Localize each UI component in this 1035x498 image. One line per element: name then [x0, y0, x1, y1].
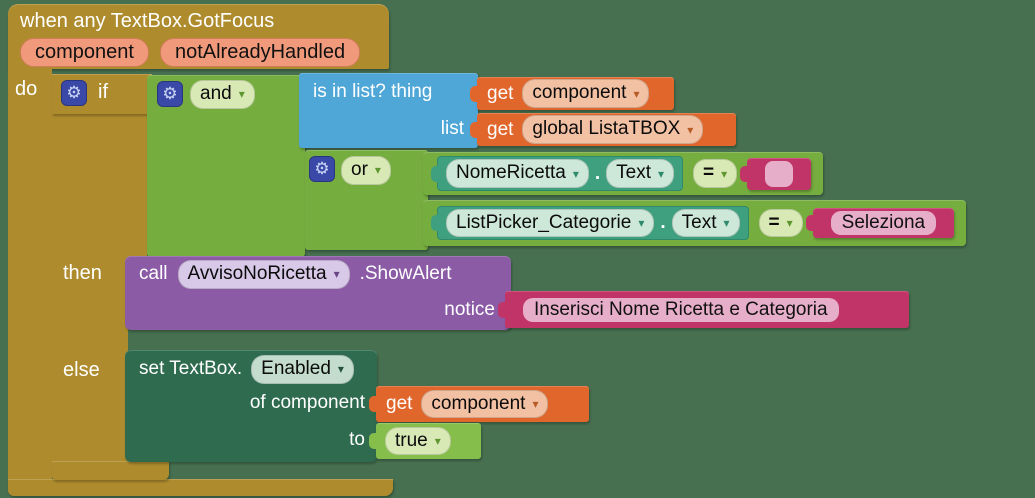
property-dropdown[interactable]: Enabled ▾	[251, 355, 354, 384]
get-global-listatbox-dropdown[interactable]: global ListaTBOX ▾	[522, 115, 704, 144]
get-global-listatbox-name: global ListaTBOX	[532, 118, 681, 140]
dropdown-arrow-icon: ▾	[638, 216, 645, 230]
or-operator-dropdown[interactable]: or ▾	[341, 156, 391, 185]
listpicker-text-getter-block[interactable]: ListPicker_Categorie ▾ . Text ▾	[437, 205, 749, 241]
seleziona-string-text-field[interactable]: Seleziona	[830, 211, 937, 235]
is-in-list-thing-label: is in list? thing	[313, 81, 433, 102]
get-label: get	[487, 118, 514, 140]
dropdown-arrow-icon: ▾	[723, 216, 730, 230]
notice-string-text-field[interactable]: Inserisci Nome Ricetta e Categoria	[523, 297, 839, 322]
call-component-name: AvvisoNoRicetta	[187, 263, 327, 284]
get-component-var-name: component	[431, 392, 526, 414]
dropdown-arrow-icon: ▾	[658, 166, 665, 181]
if-block-bottom-bar	[52, 461, 169, 480]
dropdown-arrow-icon: ▾	[374, 163, 381, 178]
notice-arg-label: notice	[444, 299, 495, 320]
true-logic-block[interactable]: true ▾	[376, 423, 481, 459]
call-label: call	[139, 263, 168, 285]
dropdown-arrow-icon: ▾	[238, 87, 245, 102]
property-name: Text	[616, 162, 651, 184]
or-operator-label: or	[351, 159, 368, 180]
equals-operator-dropdown[interactable]: = ▾	[693, 159, 738, 188]
mutator-gear-icon[interactable]: ⚙	[309, 156, 335, 182]
param-chip-notalreadyhandled[interactable]: notAlreadyHandled	[159, 38, 361, 67]
call-showalert-block[interactable]: call AvvisoNoRicetta ▾ .ShowAlert notice	[125, 256, 511, 330]
component-name: ListPicker_Categorie	[456, 211, 632, 233]
component-dropdown[interactable]: NomeRicetta ▾	[446, 159, 589, 188]
notice-string-block[interactable]: Inserisci Nome Ricetta e Categoria	[505, 291, 909, 328]
component-dropdown[interactable]: ListPicker_Categorie ▾	[446, 208, 655, 238]
dropdown-arrow-icon: ▾	[687, 122, 694, 137]
dropdown-arrow-icon: ▾	[333, 267, 340, 282]
dropdown-arrow-icon: ▾	[786, 216, 793, 230]
property-dropdown[interactable]: Text ▾	[671, 208, 740, 238]
empty-string-text-field[interactable]	[765, 160, 794, 187]
and-operator-dropdown[interactable]: and ▾	[190, 80, 255, 109]
equals-operator-label: =	[703, 162, 715, 184]
get-component-block[interactable]: get component ▾	[477, 77, 674, 110]
true-value-dropdown[interactable]: true ▾	[385, 426, 451, 456]
when-block-left-column	[8, 69, 52, 481]
equals-operator-label: =	[768, 211, 780, 233]
equals-block-listpicker[interactable]: ListPicker_Categorie ▾ . Text ▾ = ▾ Sele…	[423, 200, 967, 246]
mutator-gear-icon[interactable]: ⚙	[157, 81, 183, 107]
property-name: Text	[681, 211, 717, 233]
property-dot-separator: .	[594, 162, 601, 184]
if-label: if	[98, 81, 108, 103]
mutator-gear-icon[interactable]: ⚙	[61, 80, 87, 106]
empty-string-block[interactable]	[747, 157, 812, 190]
get-global-listatbox-block[interactable]: get global ListaTBOX ▾	[477, 113, 736, 146]
when-block-bottom-bar	[8, 479, 393, 496]
get-component-var-dropdown[interactable]: component ▾	[522, 79, 650, 108]
to-label: to	[349, 429, 365, 450]
get-label: get	[386, 393, 413, 414]
get-component-var-name: component	[532, 82, 627, 104]
get-component-block[interactable]: get component ▾	[376, 386, 589, 422]
dropdown-arrow-icon: ▾	[532, 397, 539, 411]
when-textbox-gotfocus-block[interactable]: when any TextBox.GotFocus component notA…	[8, 4, 389, 69]
get-label: get	[487, 82, 514, 104]
call-method-label: .ShowAlert	[359, 263, 452, 285]
do-label: do	[15, 78, 38, 100]
property-dropdown[interactable]: Text ▾	[606, 159, 675, 188]
property-dot-separator: .	[660, 212, 666, 233]
dropdown-arrow-icon: ▾	[633, 86, 640, 101]
dropdown-arrow-icon: ▾	[721, 166, 728, 181]
equals-operator-dropdown[interactable]: = ▾	[758, 208, 803, 238]
is-in-list-list-label: list	[440, 118, 464, 139]
param-chip-component[interactable]: component	[20, 38, 149, 67]
property-name: Enabled	[261, 358, 331, 379]
dropdown-arrow-icon: ▾	[337, 362, 344, 377]
nomericetta-text-getter-block[interactable]: NomeRicetta ▾ . Text ▾	[437, 156, 684, 191]
set-textbox-enabled-block[interactable]: set TextBox. Enabled ▾ of component to	[125, 350, 377, 462]
equals-block-nomericetta[interactable]: NomeRicetta ▾ . Text ▾ = ▾	[423, 152, 824, 195]
is-in-list-block[interactable]: is in list? thing list	[299, 73, 478, 148]
of-component-label: of component	[249, 392, 365, 413]
component-name: NomeRicetta	[456, 162, 566, 184]
dropdown-arrow-icon: ▾	[572, 166, 579, 181]
get-component-var-dropdown[interactable]: component ▾	[421, 389, 549, 419]
when-block-title: when any TextBox.GotFocus	[20, 10, 275, 32]
then-label: then	[63, 262, 102, 284]
else-label: else	[63, 359, 100, 381]
call-component-dropdown[interactable]: AvvisoNoRicetta ▾	[177, 260, 350, 289]
set-textbox-label: set TextBox.	[139, 358, 243, 380]
true-value-label: true	[395, 429, 428, 451]
and-operator-label: and	[200, 83, 232, 104]
seleziona-string-block[interactable]: Seleziona	[812, 208, 955, 238]
dropdown-arrow-icon: ▾	[434, 434, 441, 448]
